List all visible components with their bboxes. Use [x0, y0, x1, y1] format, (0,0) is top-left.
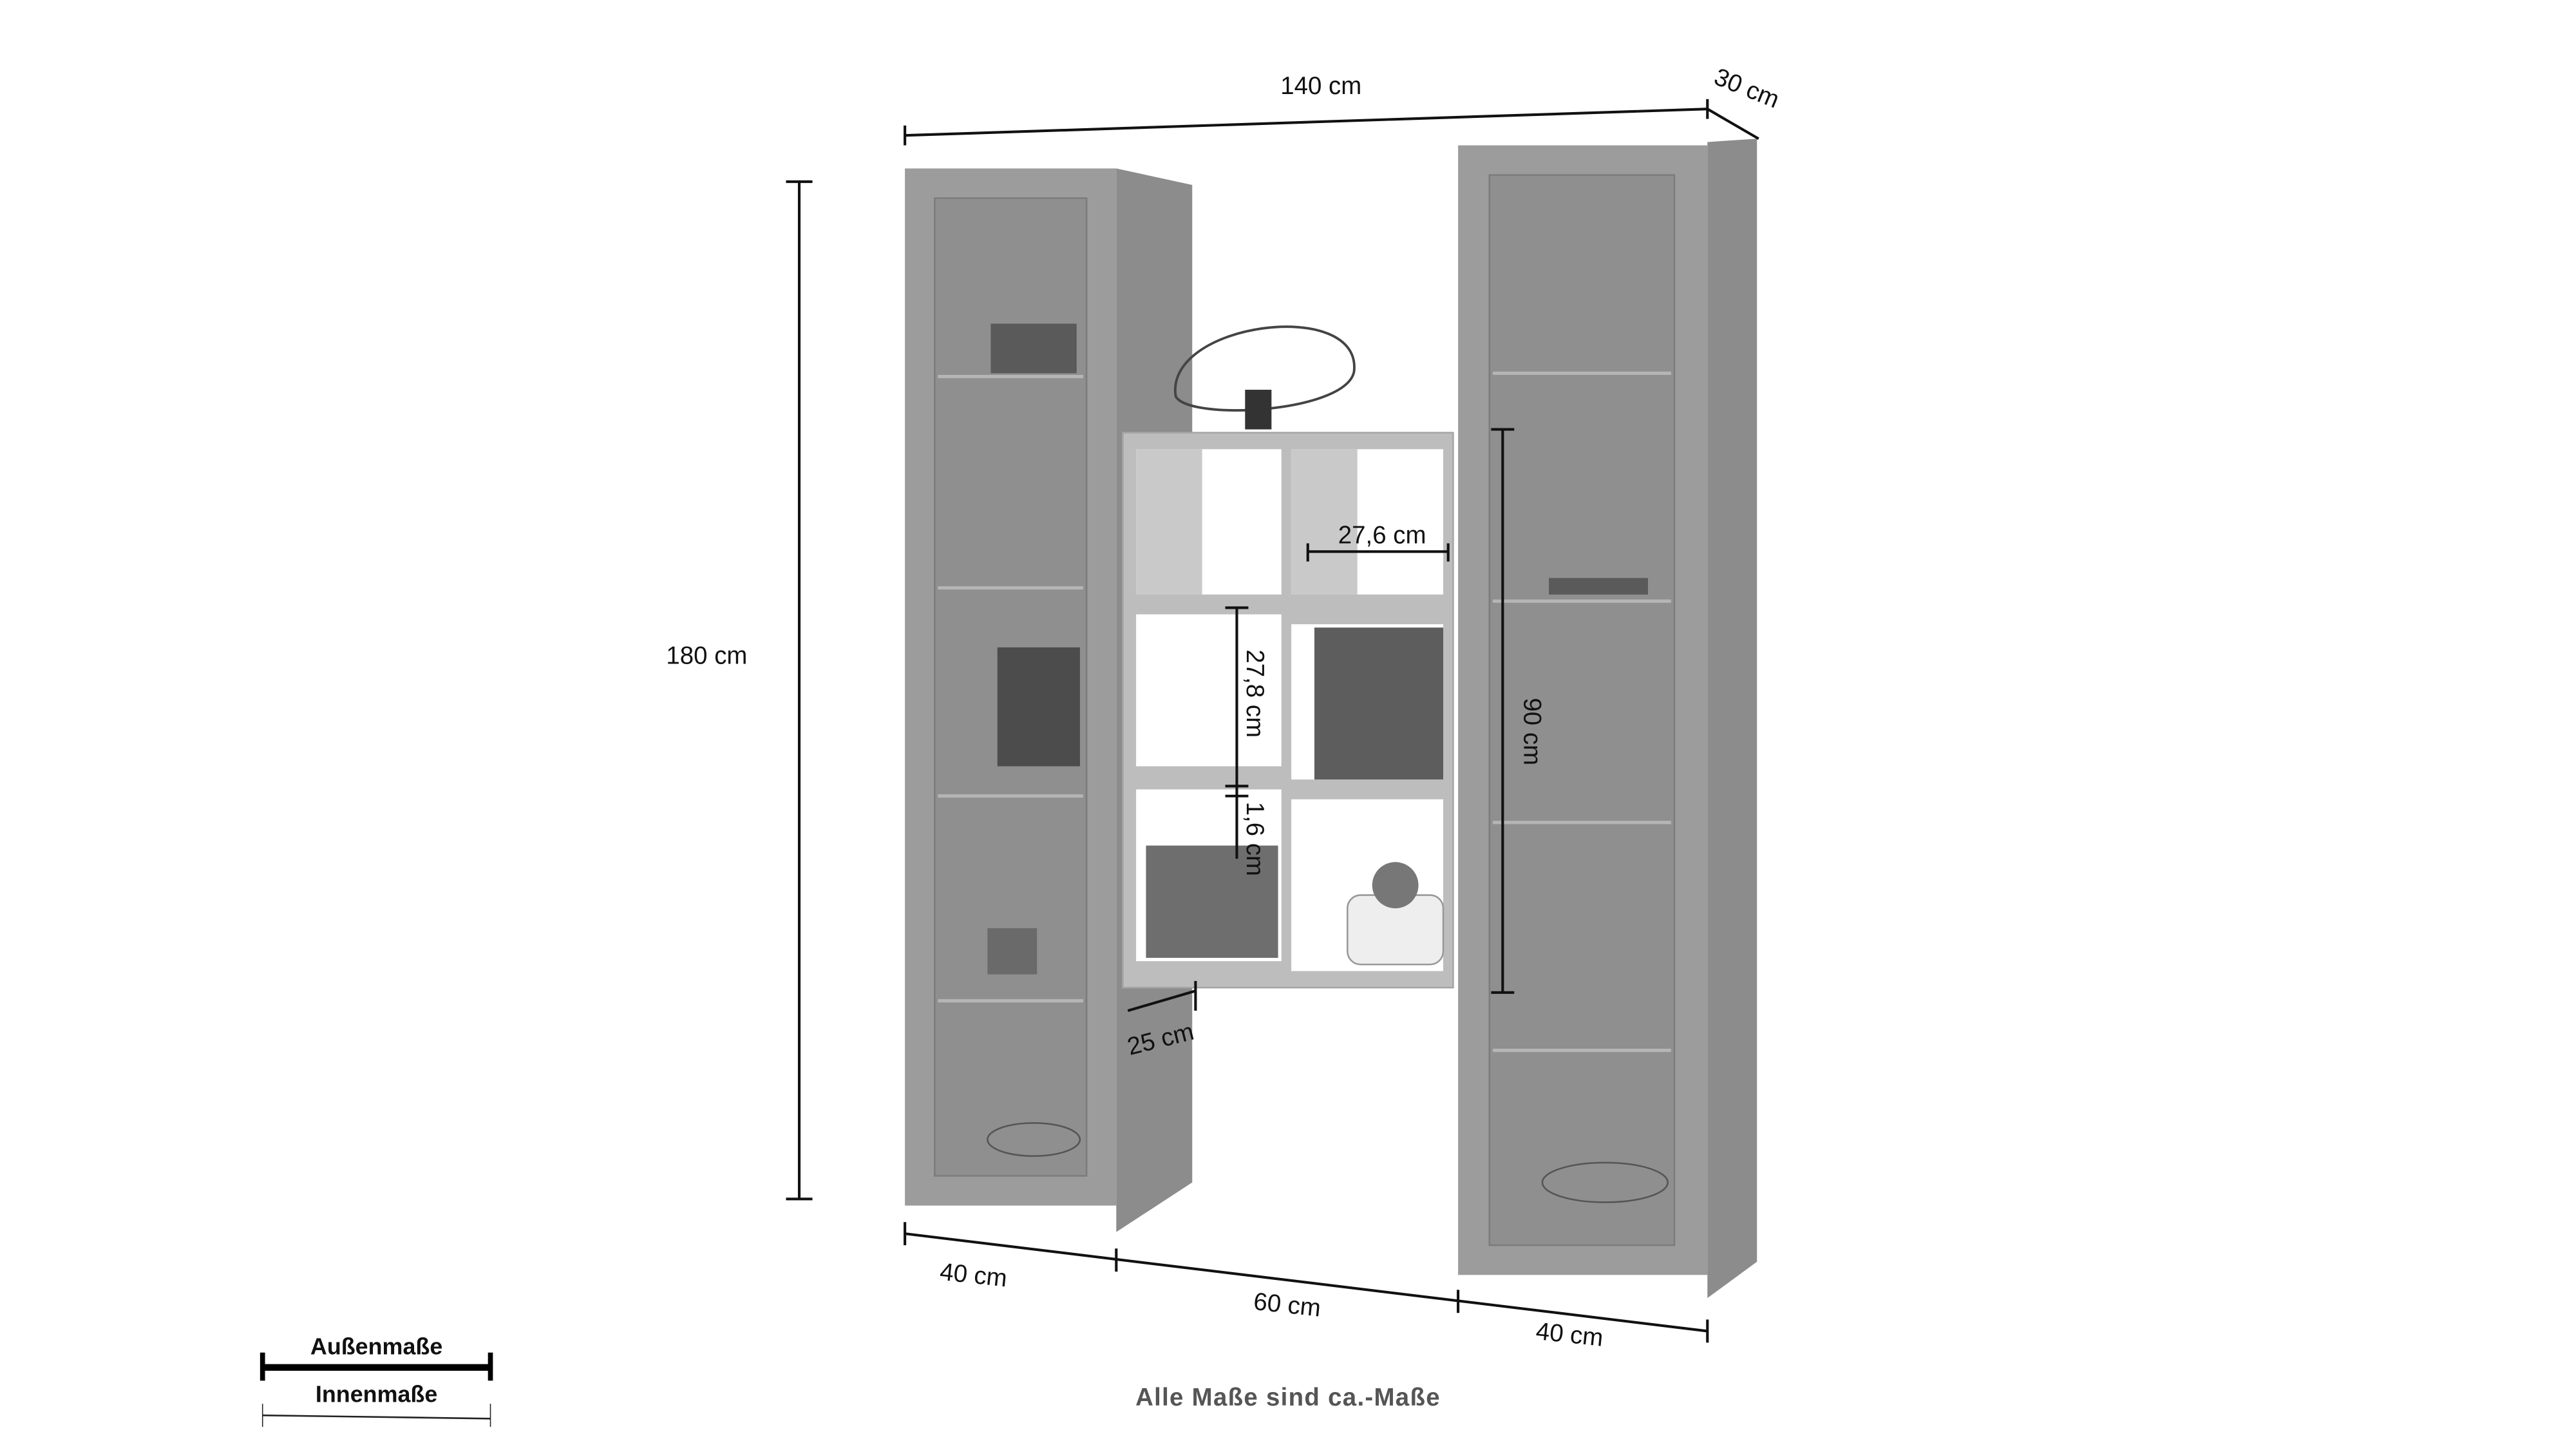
legend: Außenmaße Innenmaße: [260, 1333, 493, 1427]
legend-outer-label: Außenmaße: [310, 1333, 442, 1359]
right-vitrine-cabinet: [1458, 138, 1757, 1299]
dim-middle-width: 60 cm: [1252, 1288, 1322, 1322]
dim-shelf-height: 90 cm: [1519, 698, 1546, 765]
dim-board-thickness: 1,6 cm: [1241, 802, 1269, 876]
dim-depth: 30 cm: [1710, 63, 1783, 114]
dim-left-cabinet-width: 40 cm: [938, 1258, 1009, 1293]
footer-note: Alle Maße sind ca.-Maße: [1135, 1384, 1441, 1411]
dim-height: 180 cm: [666, 642, 747, 670]
legend-inner-label: Innenmaße: [316, 1382, 437, 1407]
open-shelf-unit: [1122, 325, 1454, 989]
dim-total-width: 140 cm: [1280, 72, 1361, 100]
dim-compartment-height: 27,8 cm: [1241, 649, 1269, 738]
dimension-lines: [786, 99, 1759, 1343]
legend-inner-line: [262, 1414, 491, 1420]
dim-right-cabinet-width: 40 cm: [1535, 1317, 1605, 1352]
dim-compartment-width: 27,6 cm: [1338, 521, 1426, 549]
